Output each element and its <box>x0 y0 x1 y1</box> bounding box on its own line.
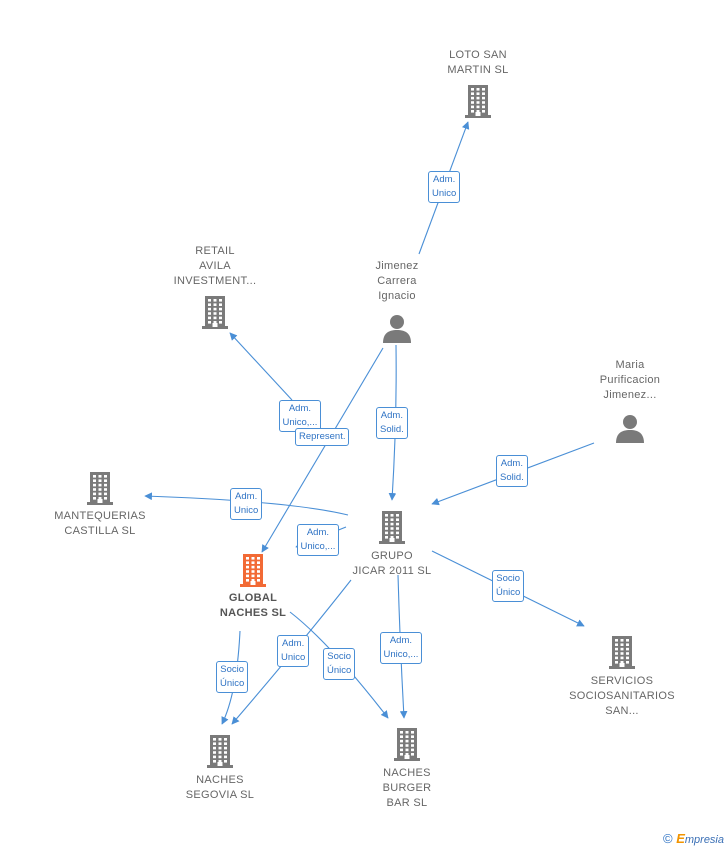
edge-label-e3[interactable]: Represent. <box>295 428 350 446</box>
node-label-line: Ignacio <box>378 290 416 302</box>
node-label-line: NACHES SL <box>219 607 287 619</box>
edge-label-line: Socio <box>220 664 245 675</box>
edge-label-line: Represent. <box>299 431 346 442</box>
node-label-line: INVESTMENT... <box>173 275 257 287</box>
edge-label-line: Unico <box>234 505 259 516</box>
edge-label-e10[interactable]: Adm. Unico <box>277 635 310 667</box>
edge-label-line: Socio <box>327 651 352 662</box>
person-icon[interactable] <box>615 413 645 443</box>
edge-label-line: Adm. <box>306 527 330 538</box>
edge-label-e2[interactable]: Adm. Unico,... <box>278 400 322 432</box>
edge-label-e4[interactable]: Adm. Solid. <box>376 407 408 439</box>
node-label-line: Carrera <box>377 275 417 287</box>
edge-label-line: Unico,... <box>383 649 419 660</box>
edge-label-line: Unico,... <box>282 417 318 428</box>
edge-label-line: Adm. <box>288 403 312 414</box>
node-label-line: NACHES <box>196 774 244 786</box>
building-icon[interactable] <box>85 471 115 505</box>
building-icon[interactable] <box>205 734 235 768</box>
node-label-line: MANTEQUERIAS <box>54 510 146 522</box>
node-label-line: LOTO SAN <box>449 49 507 61</box>
edge-line-e2 <box>229 332 293 401</box>
edge-line-e6 <box>144 492 349 516</box>
edge-label-line: Adm. <box>282 638 305 649</box>
edge-label-line: Adm. <box>433 174 456 185</box>
edge-label-line: Solid. <box>500 472 524 483</box>
edge-label-e7[interactable]: Adm. Unico,... <box>296 524 340 556</box>
copyright-symbol: © <box>662 831 673 846</box>
node-label-line: Maria <box>615 359 645 371</box>
building-icon[interactable] <box>200 295 230 329</box>
node-label-line: RETAIL <box>195 245 235 257</box>
node-label-line: JICAR 2011 SL <box>352 565 432 577</box>
edge-label-e1[interactable]: Adm. Unico <box>428 171 461 203</box>
node-label-line: GLOBAL <box>228 592 278 604</box>
node-label-burger[interactable]: NACHES BURGER BAR SL <box>327 766 487 811</box>
brand-logo-initial: E <box>676 831 685 846</box>
node-label-line: NACHES <box>383 767 431 779</box>
node-label-mantequerias[interactable]: MANTEQUERIAS CASTILLA SL <box>20 509 180 539</box>
node-label-loto[interactable]: LOTO SAN MARTIN SL <box>398 48 558 78</box>
node-label-line: SERVICIOS <box>590 675 654 687</box>
node-label-line: AVILA <box>199 260 231 272</box>
node-label-line: GRUPO <box>371 550 413 562</box>
node-label-retail[interactable]: RETAIL AVILA INVESTMENT... <box>135 244 295 289</box>
building-icon[interactable] <box>377 510 407 544</box>
edge-label-line: Adm. <box>389 635 413 646</box>
building-icon[interactable] <box>392 727 422 761</box>
edge-label-line: Único <box>496 587 521 598</box>
edge-label-line: Único <box>327 665 352 676</box>
node-label-global[interactable]: GLOBAL NACHES SL <box>173 591 333 621</box>
node-label-servicios[interactable]: SERVICIOS SOCIOSANITARIOS SAN... <box>542 674 702 719</box>
node-label-line: Purificacion <box>599 374 661 386</box>
edge-label-line: Solid. <box>380 424 404 435</box>
node-label-line: BAR SL <box>386 797 428 809</box>
building-icon[interactable] <box>607 635 637 669</box>
edge-label-line: Adm. <box>500 458 523 469</box>
edge-label-line: Único <box>220 678 245 689</box>
edge-label-line: Adm. <box>235 491 258 502</box>
node-label-segovia[interactable]: NACHES SEGOVIA SL <box>140 773 300 803</box>
edge-label-line: Unico <box>281 652 306 663</box>
node-label-line: Jimenez... <box>603 389 657 401</box>
node-label-line: CASTILLA SL <box>64 525 136 537</box>
building-icon[interactable] <box>238 553 268 587</box>
brand-logo-text: mpresia <box>684 834 724 846</box>
person-icon[interactable] <box>382 313 412 343</box>
edge-label-line: Unico,... <box>300 541 336 552</box>
edge-label-line: Adm. <box>380 410 403 421</box>
node-label-line: SOCIOSANITARIOS <box>569 690 675 702</box>
node-label-line: Jimenez <box>375 260 419 272</box>
edge-label-e6[interactable]: Adm. Unico <box>230 488 263 520</box>
edge-label-e5[interactable]: Adm. Solid. <box>496 455 528 487</box>
node-label-line: MARTIN SL <box>447 64 509 76</box>
building-icon[interactable] <box>463 84 493 118</box>
edge-label-e12[interactable]: Adm. Unico,... <box>379 632 423 664</box>
node-label-line: SAN... <box>605 705 639 717</box>
node-label-line: BURGER <box>382 782 432 794</box>
edge-line-e3 <box>261 347 384 553</box>
edge-label-line: Unico <box>432 188 457 199</box>
edge-label-line: Socio <box>496 573 521 584</box>
node-label-line: SEGOVIA SL <box>185 789 255 801</box>
node-label-grupo[interactable]: GRUPO JICAR 2011 SL <box>312 549 472 579</box>
footer: © Empresia <box>663 831 724 846</box>
